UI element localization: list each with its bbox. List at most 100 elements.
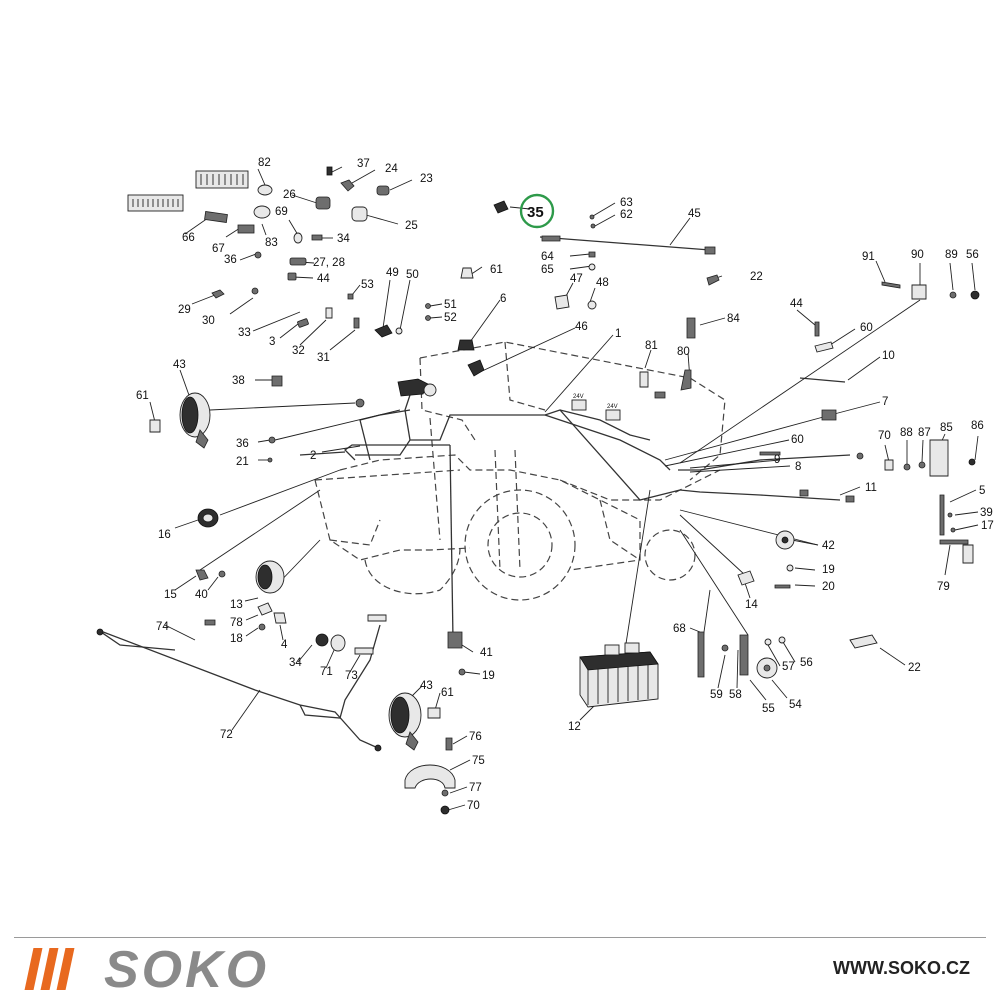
svg-text:24V: 24V (607, 404, 618, 410)
callout-51: 51 (444, 299, 457, 311)
callout-10: 10 (882, 350, 895, 362)
callout-69: 69 (275, 206, 288, 218)
callout-66: 66 (182, 232, 195, 244)
callout-75: 75 (472, 755, 485, 767)
callout-57: 57 (782, 661, 795, 673)
callout-43-lower: 43 (420, 680, 433, 692)
callout-45: 45 (688, 208, 701, 220)
work-lamp-13 (255, 560, 285, 594)
vehicle-outline (314, 341, 726, 601)
callout-42: 42 (822, 540, 835, 552)
callout-62: 62 (620, 209, 633, 221)
callout-82: 82 (258, 157, 271, 169)
callout-58: 58 (729, 689, 742, 701)
callout-labels: 82 37 24 23 26 25 35 63 62 45 64 65 22 6… (136, 157, 994, 812)
callout-13: 13 (230, 599, 243, 611)
callout-63: 63 (620, 197, 633, 209)
callout-49: 49 (386, 267, 399, 279)
callout-90: 90 (911, 249, 924, 261)
work-lamp-43-upper (179, 392, 211, 449)
callout-65: 65 (541, 264, 554, 276)
callout-55: 55 (762, 703, 775, 715)
callout-84: 84 (727, 313, 740, 325)
callout-56-top: 56 (966, 249, 979, 261)
callout-37: 37 (357, 158, 370, 170)
callout-41: 41 (480, 647, 493, 659)
callout-27-28: 27, 28 (313, 257, 345, 269)
website-link[interactable]: WWW.SOKO.CZ (833, 958, 970, 978)
callout-78: 78 (230, 617, 243, 629)
callout-32: 32 (292, 345, 305, 357)
callout-1: 1 (615, 328, 621, 340)
callout-43-upper: 43 (173, 359, 186, 371)
callout-61-lower: 61 (441, 687, 454, 699)
callout-46: 46 (575, 321, 588, 333)
parts: 24V 24V (96, 166, 980, 815)
callout-50: 50 (406, 269, 419, 281)
callout-30: 30 (202, 315, 215, 327)
callout-71: 71 (320, 666, 333, 678)
callout-68: 68 (673, 623, 686, 635)
callout-83: 83 (265, 237, 278, 249)
callout-22: 22 (750, 271, 763, 283)
callout-72: 72 (220, 729, 233, 741)
callout-25: 25 (405, 220, 418, 232)
callout-88: 88 (900, 427, 913, 439)
callout-14: 14 (745, 599, 758, 611)
callout-59: 59 (710, 689, 723, 701)
callout-33: 33 (238, 327, 251, 339)
wiring-harness (97, 236, 851, 749)
callout-36: 36 (224, 254, 237, 266)
highlight-35-ring (519, 193, 555, 229)
callout-8: 8 (795, 461, 801, 473)
callout-23: 23 (420, 173, 433, 185)
callout-18: 18 (230, 633, 243, 645)
callout-20: 20 (822, 581, 835, 593)
callout-61-left: 61 (136, 390, 149, 402)
warning-plate-67 (195, 170, 255, 234)
warning-plate-66 (127, 194, 228, 223)
battery-12 (579, 642, 659, 708)
callout-7: 7 (882, 396, 888, 408)
svg-text:24V: 24V (573, 394, 584, 400)
callout-15: 15 (164, 589, 177, 601)
work-lamp-43-lower (388, 692, 422, 751)
callout-53: 53 (361, 279, 374, 291)
callout-16: 16 (158, 529, 171, 541)
callout-74: 74 (156, 621, 169, 633)
callout-11: 11 (865, 482, 877, 494)
callout-26: 26 (283, 189, 296, 201)
callout-4: 4 (281, 639, 288, 651)
callout-70: 70 (467, 800, 480, 812)
callout-6: 6 (500, 293, 506, 305)
callout-54: 54 (789, 699, 802, 711)
callout-19-right: 19 (822, 564, 835, 576)
callout-89: 89 (945, 249, 958, 261)
callout-21: 21 (236, 456, 249, 468)
callout-44: 44 (317, 273, 330, 285)
callout-31: 31 (317, 352, 330, 364)
callout-73: 73 (345, 670, 358, 682)
callout-35: 35 (527, 204, 544, 221)
callout-81: 81 (645, 340, 658, 352)
callout-12: 12 (568, 721, 581, 733)
callout-87: 87 (918, 427, 931, 439)
callout-40: 40 (195, 589, 208, 601)
callout-17: 17 (981, 520, 994, 532)
callout-67: 67 (212, 243, 225, 255)
callout-77: 77 (469, 782, 482, 794)
callout-85: 85 (940, 422, 953, 434)
callout-36-left: 36 (236, 438, 249, 450)
callout-76: 76 (469, 731, 482, 743)
callout-29: 29 (178, 304, 191, 316)
callout-79: 79 (937, 581, 950, 593)
callout-47: 47 (570, 273, 583, 285)
callout-70-right: 70 (878, 430, 891, 442)
leader-lines (149, 166, 979, 811)
callout-52: 52 (444, 312, 457, 324)
callout-61-top: 61 (490, 264, 503, 276)
callout-19: 19 (482, 670, 495, 682)
callout-9: 9 (774, 454, 780, 466)
callout-64: 64 (541, 251, 554, 263)
